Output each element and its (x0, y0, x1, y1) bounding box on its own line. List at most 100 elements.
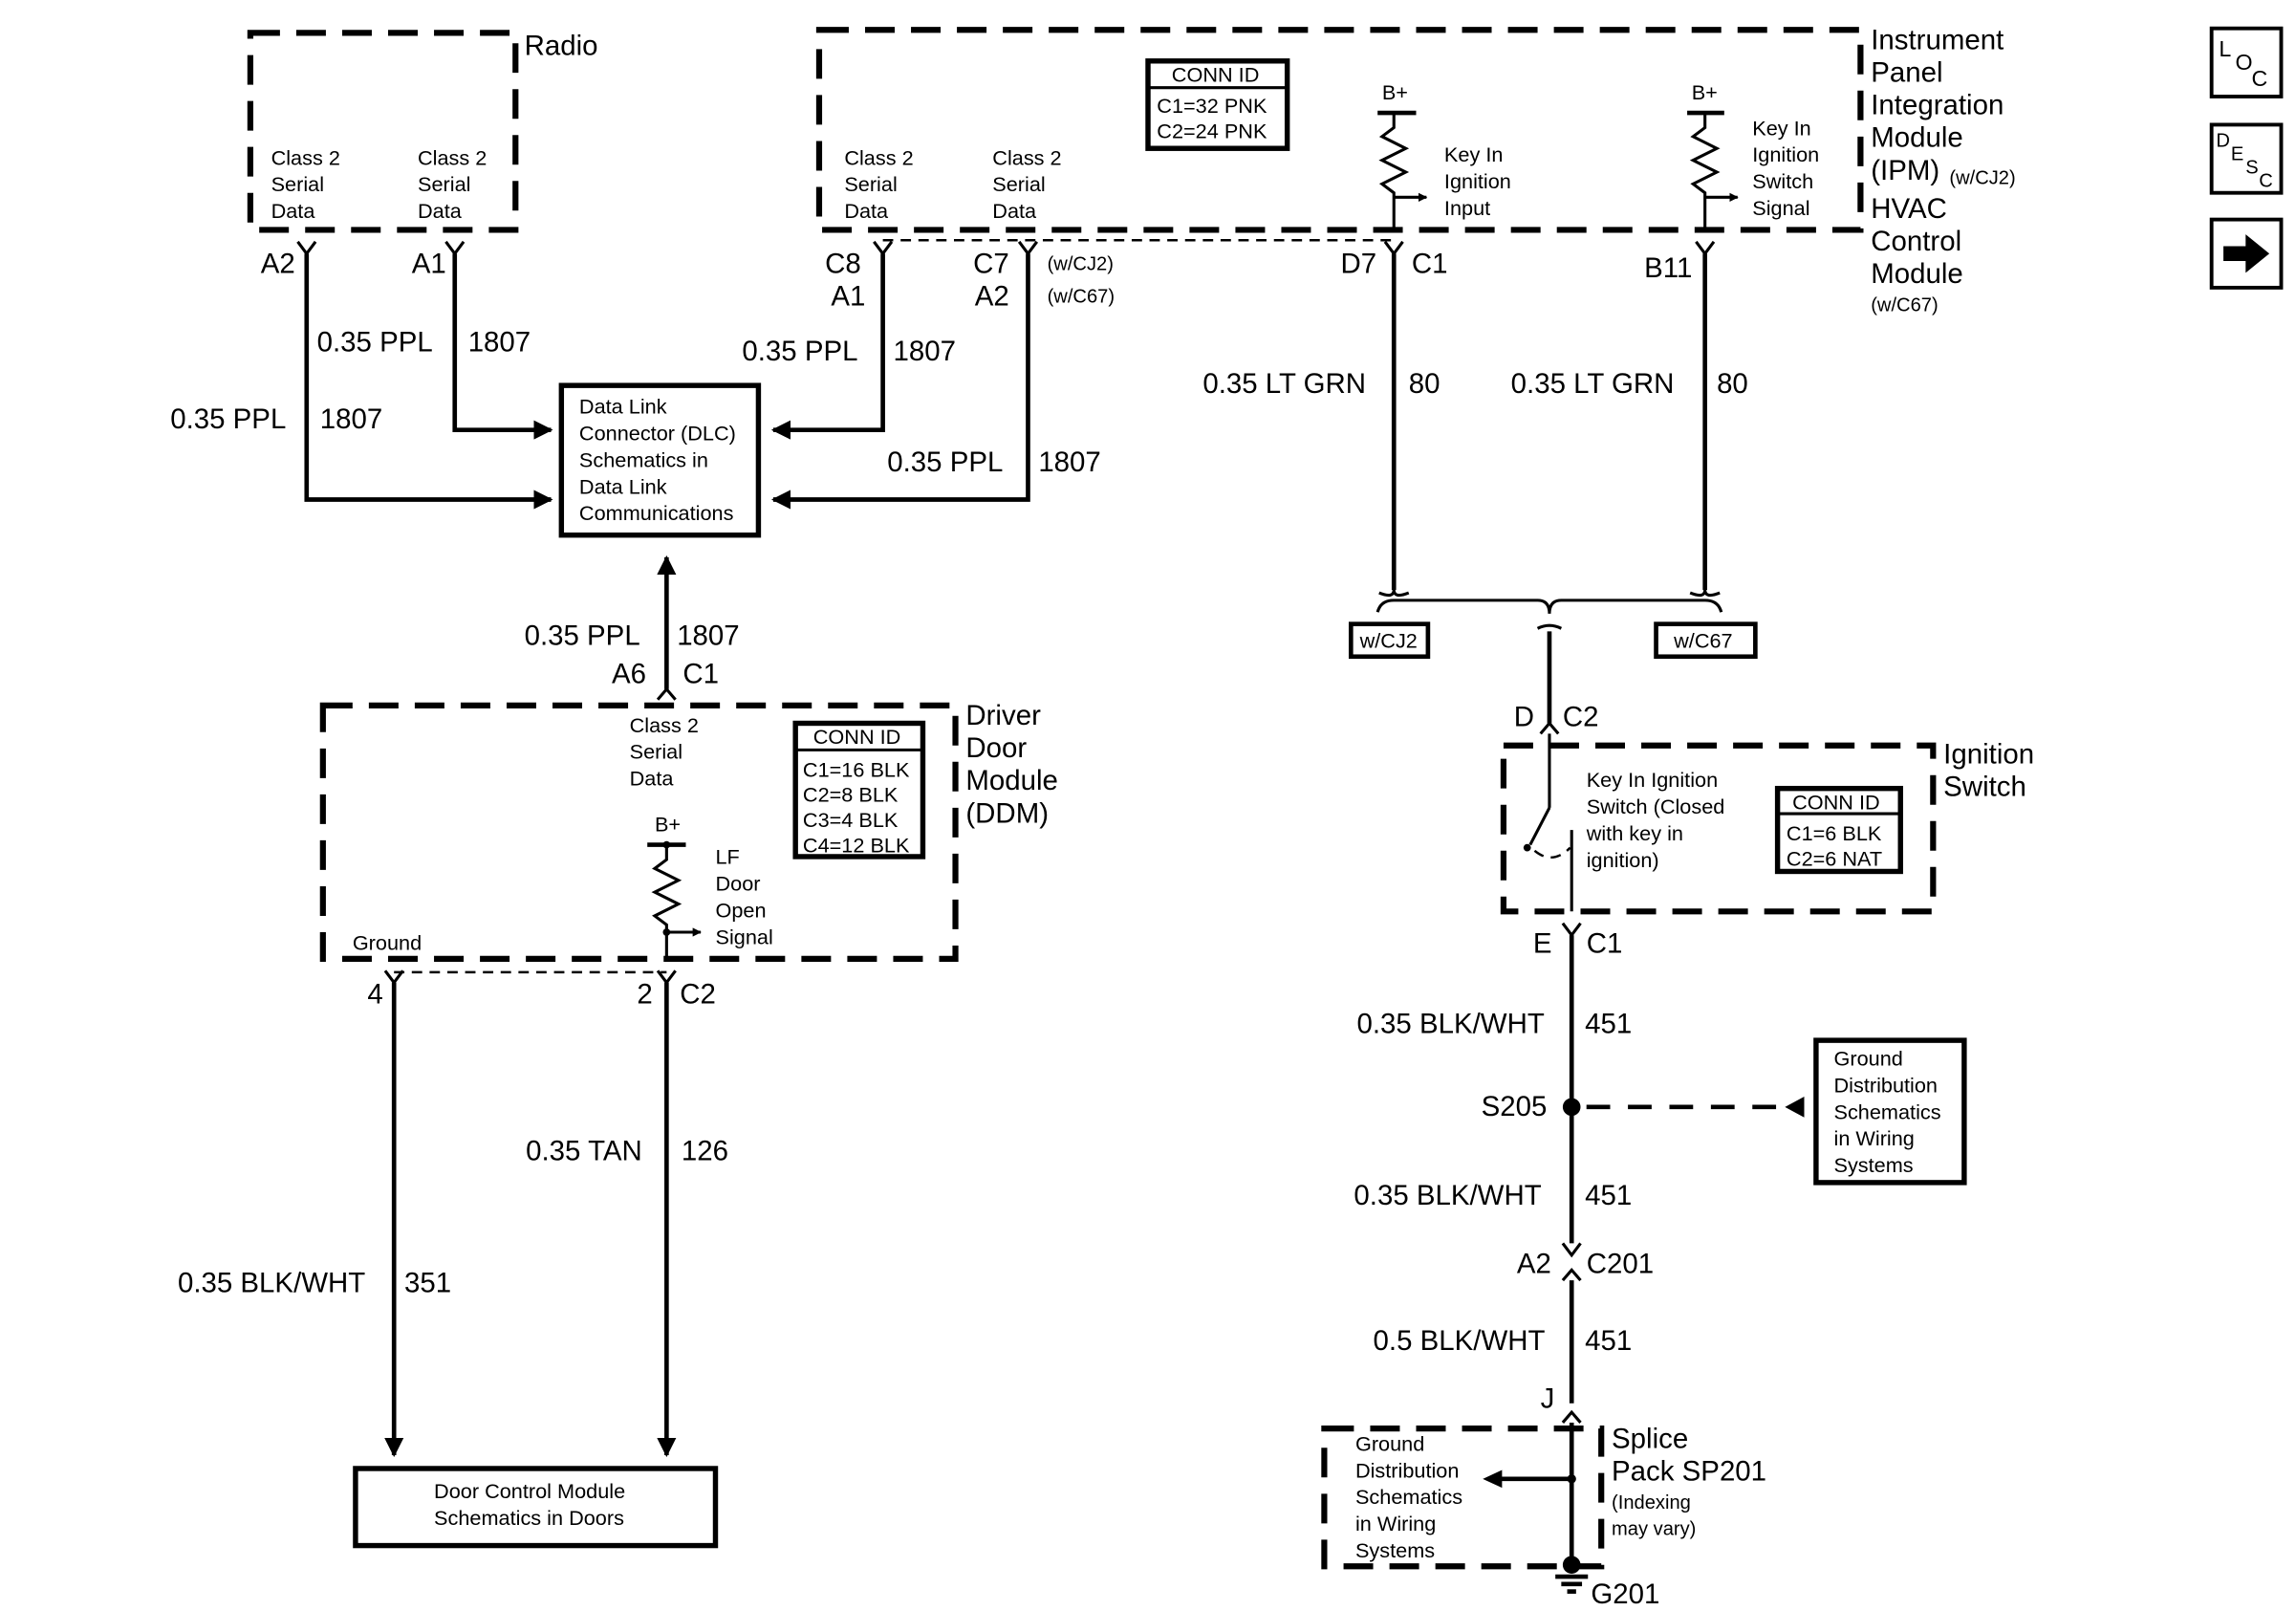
dlc-box: Data Link Connector (DLC) Schematics in … (558, 382, 762, 538)
ignition-conn-id-row-c2: C2=6 NAT (1787, 846, 1882, 870)
ddm-a6-terminal (656, 686, 677, 701)
gp-pin-a2: A2 (1517, 1248, 1551, 1279)
radio-a2-gauge: 0.35 PPL (170, 403, 286, 435)
sp201-title: Splice Pack SP201 (1612, 1423, 1766, 1487)
gp-ground-dist-arrow (1785, 1097, 1805, 1118)
ignition-pin-d: D (1514, 702, 1534, 733)
ignition-switch-contact (1523, 843, 1531, 852)
desc-button-frame (2209, 122, 2284, 195)
ignition-conn-c1: C1 (1587, 928, 1623, 960)
ipm-c7-data-label: Class 2 Serial Data (992, 145, 1067, 223)
ipm-bplus-d7: B+ (1382, 80, 1408, 104)
ddm-lf-signal-label: LF Door Open Signal (715, 845, 772, 949)
ddm-conn-id-row-c3: C3=4 BLK (803, 808, 899, 832)
loc-button-frame (2209, 26, 2284, 98)
gp-pin-j: J (1541, 1382, 1555, 1414)
ipm-key-input-label: Key In Ignition Input (1444, 142, 1517, 220)
ipm-b11-circuit: 80 (1717, 368, 1748, 400)
gp-j-terminal (1561, 1409, 1582, 1424)
ipm-conn-id-header: CONN ID (1172, 62, 1260, 86)
gp-ground-dist-box[interactable]: Ground Distribution Schematics in Wiring… (1813, 1037, 1967, 1186)
ipm-c7-gauge: 0.35 PPL (887, 446, 1003, 478)
sp201-branch-node (1567, 1474, 1576, 1484)
radio-a1-terminal (444, 240, 466, 256)
ddm-outline (319, 702, 959, 962)
ddm-wire-circuit: 1807 (677, 620, 740, 651)
brace-c67-hook (1689, 589, 1721, 598)
radio-a1-gauge: 0.35 PPL (317, 327, 433, 359)
ddm-conn-c2: C2 (680, 978, 716, 1010)
ipm-c8-circuit: 1807 (893, 336, 955, 367)
ipm-conn-id-table: CONN ID C1=32 PNK C2=24 PNK (1145, 58, 1290, 151)
next-button[interactable] (2209, 217, 2284, 290)
ipm-c7-terminal (1017, 240, 1039, 256)
dlc-outline (558, 382, 762, 538)
ipm-title-abbrev: (IPM) (1871, 155, 1939, 186)
ignition-conn-id-row-c1: C1=6 BLK (1787, 821, 1882, 845)
loc-letter-l: L (2219, 36, 2231, 61)
ddm-pin2-terminal (656, 969, 677, 986)
ignition-outline (1500, 742, 1937, 915)
ddm-conn-id-row-c1: C1=16 BLK (803, 757, 910, 781)
ignition-pin-e: E (1533, 928, 1552, 960)
ipm-b11-terminal (1695, 240, 1716, 256)
option-c67-tag: w/C67 (1654, 621, 1758, 660)
ddm-title: Driver Door Module (DDM) (965, 700, 1066, 829)
ipm-d7-gauge: 0.35 LT GRN (1202, 368, 1366, 400)
option-cj2-tag: w/CJ2 (1348, 621, 1431, 660)
ddm-bplus: B+ (655, 813, 681, 837)
ipm-pin-b11: B11 (1644, 252, 1692, 284)
gp-conn-c201: C201 (1587, 1248, 1654, 1279)
ipm-b11-gauge: 0.35 LT GRN (1511, 368, 1675, 400)
ipm-note-c67: (w/C67) (1048, 286, 1115, 307)
ipm-conn-c1: C1 (1412, 248, 1448, 279)
ddm-conn-id-row-c2: C2=8 BLK (803, 783, 899, 807)
ignition-conn-c2: C2 (1563, 702, 1599, 733)
ignition-switch-actuation (1533, 846, 1571, 859)
ipm-conn-id-box (1145, 58, 1290, 151)
ipm-pin-c7: C7 (973, 248, 1009, 279)
gp-wire1-gauge: 0.35 BLK/WHT (1357, 1008, 1545, 1039)
option-brace (1375, 599, 1723, 614)
door-control-box: Door Control Module Schematics in Doors (353, 1466, 719, 1549)
radio-a1-circuit: 1807 (468, 327, 531, 359)
desc-letter-c: C (2259, 171, 2273, 192)
sp201-branch-arrow (1483, 1469, 1503, 1489)
ipm-key-switch-label: Key In Ignition Switch Signal (1752, 116, 1825, 220)
gp-wire1-circuit: 451 (1585, 1008, 1632, 1039)
ipm-note-cj2: (w/CJ2) (1048, 253, 1114, 274)
ipm-d7-pullup-resistor (1378, 113, 1410, 230)
ddm-pullup-resistor (651, 844, 682, 959)
ddm-module: Driver Door Module (DDM) Class 2 Serial … (319, 700, 1066, 1010)
ipm-pin-d7: D7 (1340, 248, 1376, 279)
ddm-351-gauge: 0.35 BLK/WHT (178, 1268, 365, 1299)
radio-title: Radio (525, 31, 598, 62)
desc-letter-s: S (2245, 158, 2258, 179)
sp201-ground-node (1562, 1556, 1581, 1575)
radio-a2-circuit: 1807 (320, 403, 383, 435)
gp-wire2-gauge: 0.35 BLK/WHT (1354, 1180, 1541, 1211)
ipm-b11-pullup-resistor (1689, 113, 1721, 230)
ddm-pin-2: 2 (637, 978, 652, 1010)
desc-letter-e: E (2231, 144, 2243, 165)
loc-button[interactable]: L O C (2209, 26, 2284, 98)
ipm-outline (815, 27, 1864, 233)
ignition-switch-blade (1528, 807, 1551, 846)
gp-wire3-gauge: 0.5 BLK/WHT (1374, 1325, 1546, 1357)
ignition-switch-module: Ignition Switch Key In Ignition Switch (… (1500, 733, 2042, 960)
ipm-pin-c7-alt: A2 (975, 280, 1009, 312)
sp201-note: (Indexing may vary) (1612, 1492, 1696, 1540)
ddm-conn-id-row-c4: C4=12 BLK (803, 833, 910, 857)
ignition-title: Ignition Switch (1943, 738, 2042, 802)
ipm-d7-circuit: 80 (1409, 368, 1440, 400)
sp201-outline (1321, 1426, 1605, 1570)
wire-radio-a2-1807 (304, 253, 553, 510)
radio-a2-terminal (296, 240, 317, 256)
ignition-conn-id-table: CONN ID C1=6 BLK C2=6 NAT (1774, 785, 1903, 875)
ipm-module: Instrument Panel Integration Module (IPM… (815, 24, 2016, 316)
radio-a1-data-label: Class 2 Serial Data (418, 145, 492, 223)
ddm-data-label: Class 2 Serial Data (630, 713, 704, 791)
desc-button[interactable]: D E S C (2209, 122, 2284, 195)
ipm-c7-circuit: 1807 (1038, 446, 1101, 478)
